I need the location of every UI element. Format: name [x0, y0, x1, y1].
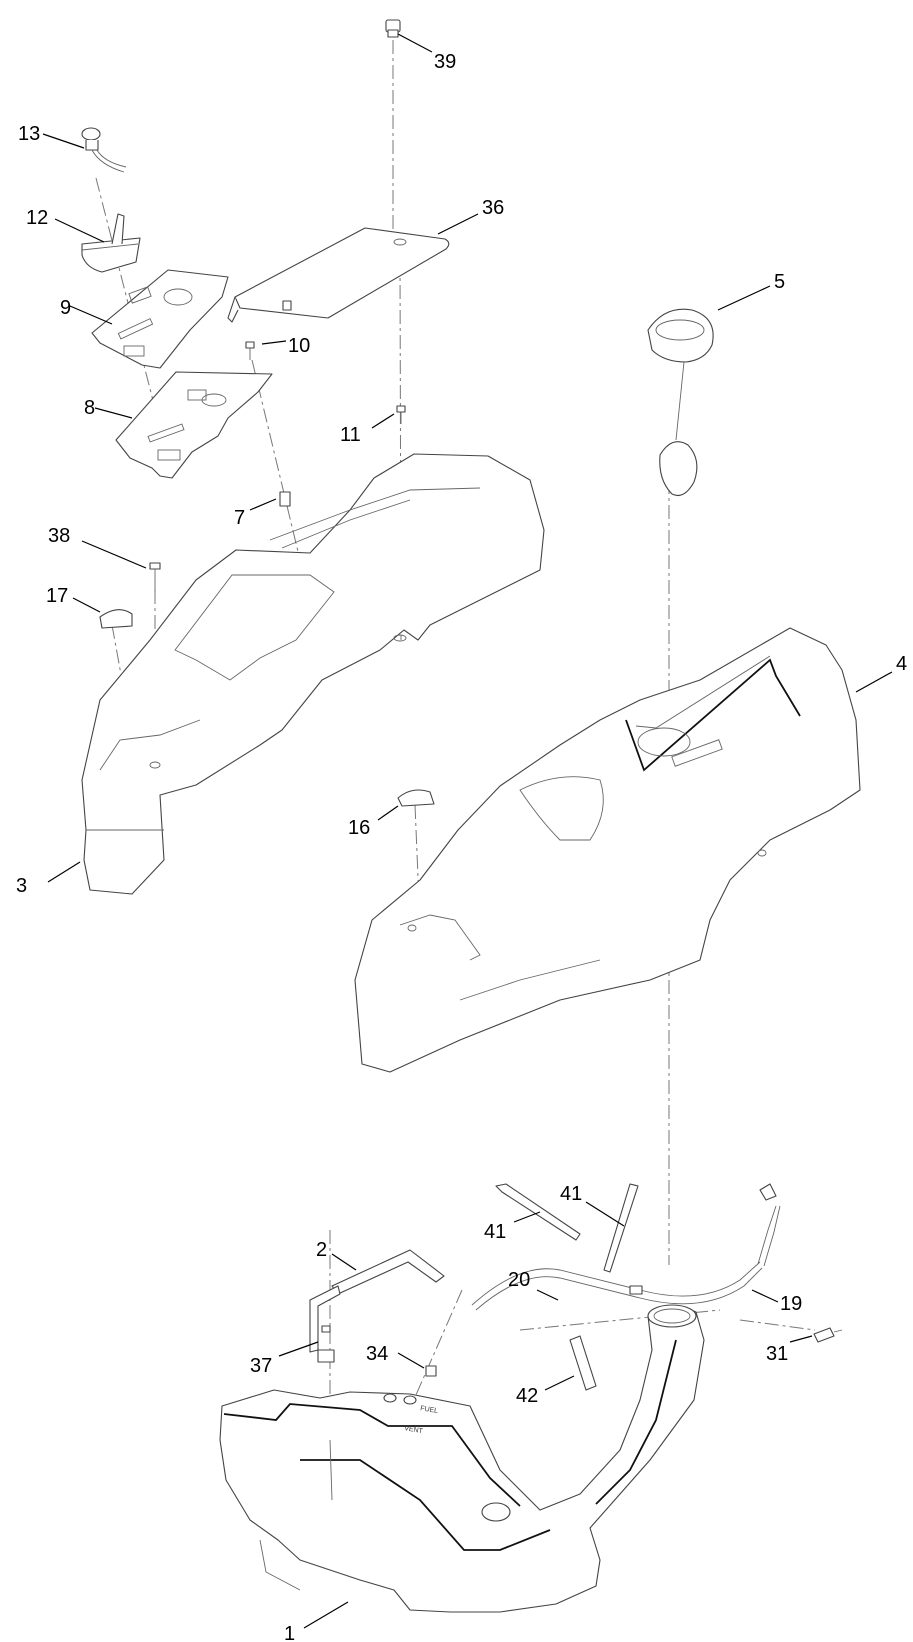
part-37-screw [321, 1325, 331, 1333]
callout-41-right: 41 [560, 1183, 582, 1205]
part-11-screw [396, 405, 406, 424]
tank-label-vent: VENT [404, 1425, 424, 1435]
part-9-decal-plate [91, 269, 229, 369]
part-1-fuel-tank: FUEL VENT [219, 1304, 705, 1613]
part-7-clip [279, 491, 291, 507]
part-16-plug [397, 789, 435, 807]
callout-12: 12 [26, 207, 48, 229]
part-19-vent-hose [757, 1183, 781, 1267]
part-31-clamp [813, 1327, 843, 1343]
callout-34: 34 [366, 1343, 388, 1365]
callout-42: 42 [516, 1385, 538, 1407]
callout-11: 11 [340, 424, 361, 446]
part-41-straps [495, 1183, 639, 1273]
callout-16: 16 [348, 817, 370, 839]
callout-13: 13 [18, 123, 40, 145]
callout-37: 37 [250, 1355, 272, 1377]
callout-7: 7 [234, 507, 245, 529]
part-12-bracket [81, 213, 141, 273]
callout-2: 2 [316, 1239, 327, 1261]
callout-3: 3 [16, 875, 27, 897]
part-4-fender-body [354, 627, 861, 1073]
part-17-plug [99, 609, 133, 629]
part-38-screw [149, 562, 161, 592]
callout-38: 38 [48, 525, 70, 547]
callout-4: 4 [896, 653, 907, 675]
leader-lines [42, 33, 893, 1629]
callout-39: 39 [434, 51, 456, 73]
callout-5: 5 [774, 271, 785, 293]
part-20-fuel-line [471, 1261, 763, 1311]
part-39-grommet [385, 19, 401, 38]
part-8-panel [115, 371, 273, 479]
part-5-fuel-cap [647, 308, 714, 497]
callout-31: 31 [766, 1343, 788, 1365]
part-42-hose [569, 1335, 597, 1391]
callout-10: 10 [288, 335, 310, 357]
callout-1: 1 [284, 1623, 295, 1642]
callout-41-left: 41 [484, 1221, 506, 1243]
callout-19: 19 [780, 1293, 802, 1315]
callout-9: 9 [60, 297, 71, 319]
part-2-bracket-rod [309, 1249, 445, 1363]
callout-20: 20 [508, 1269, 530, 1291]
part-36-cover-plate [227, 227, 450, 323]
part-10-screw [245, 341, 255, 360]
part-13-choke-knob [81, 127, 127, 173]
part-3-console-housing [81, 453, 545, 895]
callout-8: 8 [84, 397, 95, 419]
callout-17: 17 [46, 585, 68, 607]
part-34-fitting [425, 1365, 437, 1377]
tank-label-fuel: FUEL [420, 1405, 439, 1415]
callout-numbers: 39 36 13 12 9 10 8 11 7 38 17 3 5 4 16 4… [16, 51, 907, 1642]
callout-36: 36 [482, 197, 504, 219]
